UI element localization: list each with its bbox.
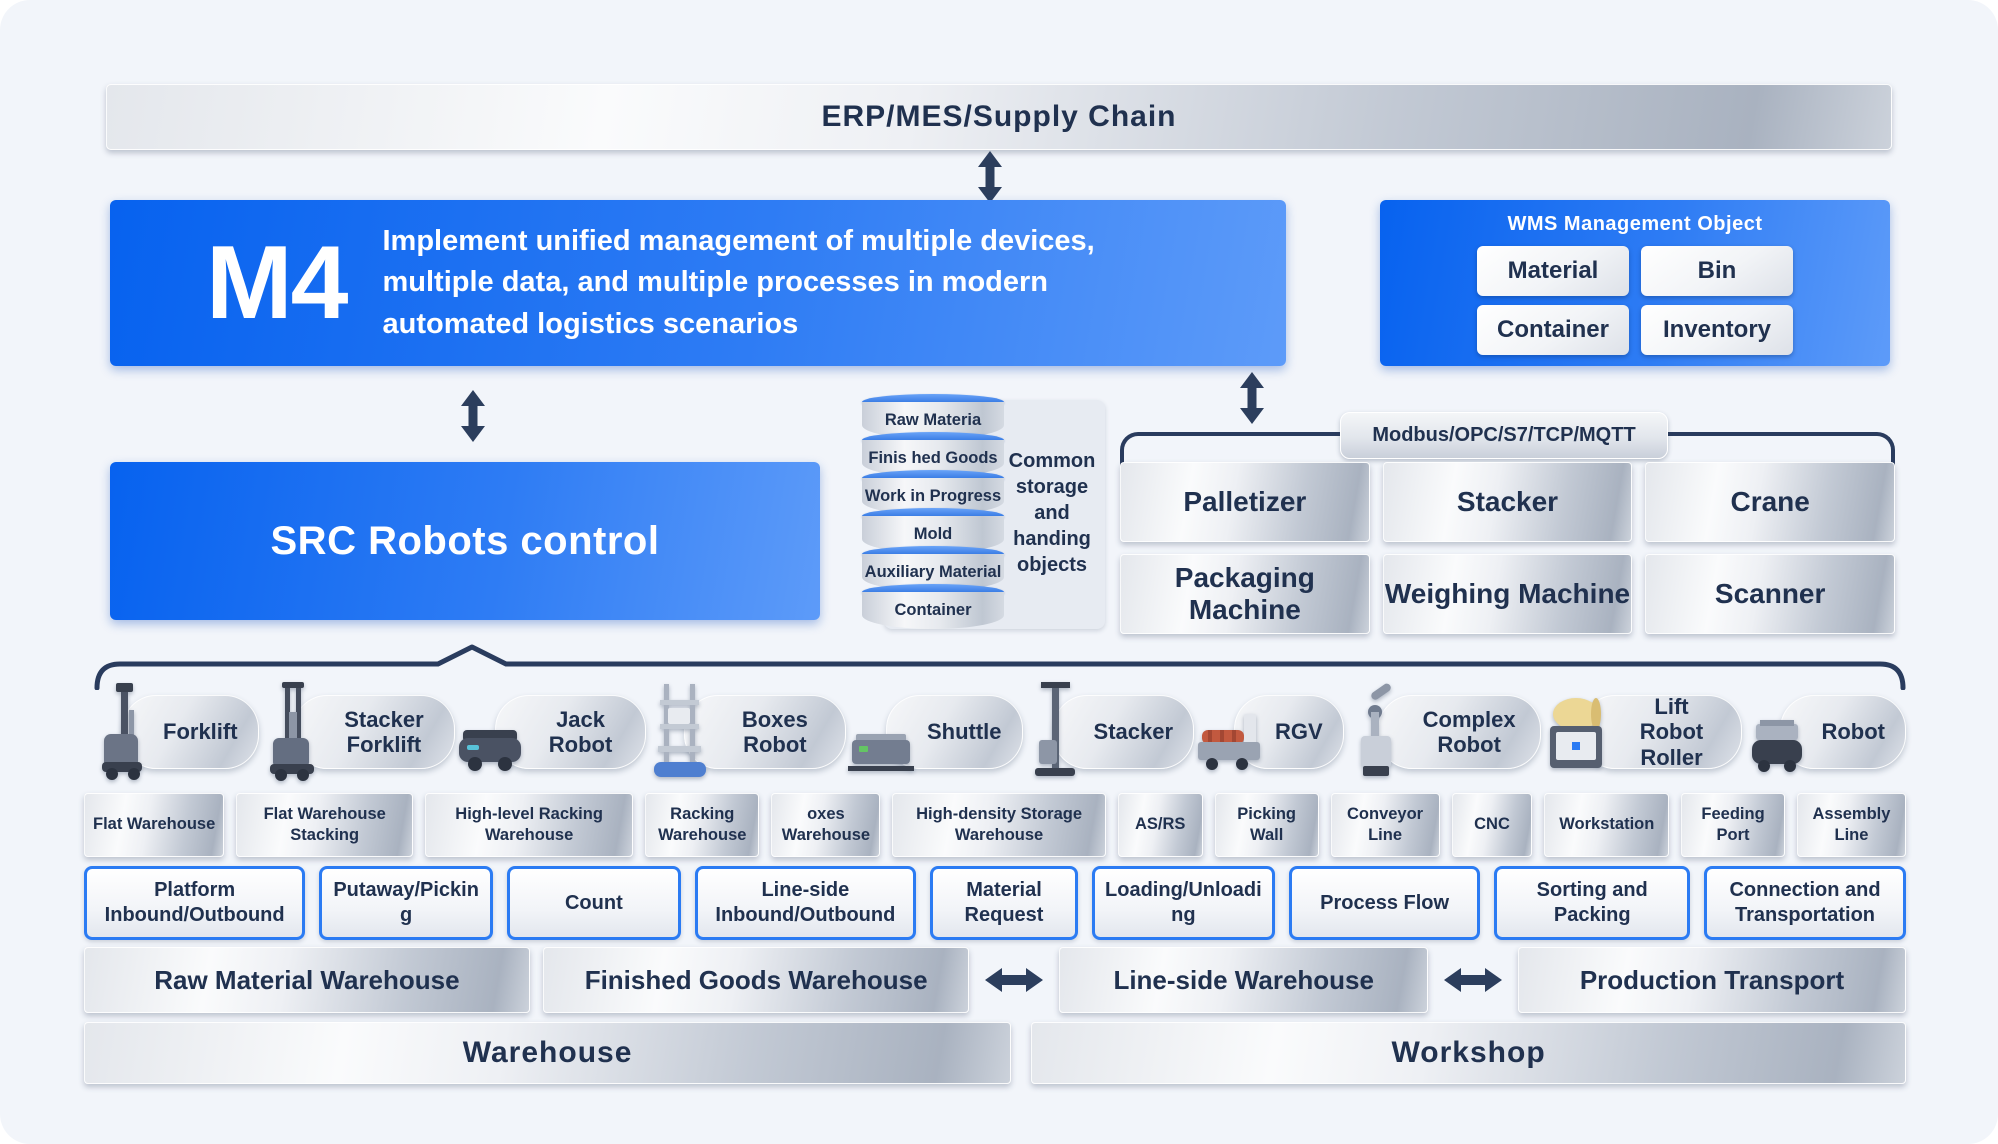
process-material-request: Material Request	[930, 866, 1078, 940]
facility-flat-warehouse: Flat Warehouse	[84, 793, 225, 857]
robot-item-boxes-robot: Boxes Robot	[646, 682, 846, 782]
area-row: Raw Material Warehouse Finished Goods Wa…	[84, 947, 1906, 1013]
rgv-icon	[1198, 714, 1261, 770]
lift-roller-robot-icon	[1549, 698, 1602, 768]
device-scanner: Scanner	[1645, 554, 1895, 634]
device-weighing-machine: Weighing Machine	[1382, 554, 1633, 634]
device-grid: Palletizer Stacker Crane Packaging Machi…	[1120, 462, 1895, 634]
device-packaging-machine: Packaging Machine	[1120, 554, 1370, 634]
facility-feeding-port: Feeding Port	[1681, 793, 1785, 857]
facility-boxes-warehouse: oxes Warehouse	[771, 793, 881, 857]
double-arrow-icon	[978, 151, 1002, 203]
double-arrow-horizontal-icon	[1444, 968, 1503, 992]
process-connection-and-transportation: Connection and Transportation	[1704, 866, 1907, 940]
cylinder-auxiliary-material: Auxiliary Material	[862, 546, 1004, 591]
wms-title: WMS Management Object	[1507, 213, 1763, 235]
robot-item-stacker-crane: Stacker	[1023, 682, 1195, 782]
wms-object-grid: Material Bin Container Inventory	[1477, 246, 1793, 355]
area-raw-material-warehouse: Raw Material Warehouse	[84, 947, 530, 1013]
robot-row: Forklift Stacker Forklift Jack Robot	[94, 676, 1906, 788]
cylinder-container: Container	[862, 584, 1004, 629]
wms-management-box: WMS Management Object Material Bin Conta…	[1380, 200, 1890, 366]
device-stacker: Stacker	[1382, 462, 1633, 542]
facility-high-level-racking-warehouse: High-level Racking Warehouse	[425, 793, 634, 857]
device-palletizer: Palletizer	[1120, 462, 1370, 542]
facility-workstation: Workstation	[1544, 793, 1670, 857]
area-finished-goods-warehouse: Finished Goods Warehouse	[542, 947, 970, 1013]
storage-cylinder-stack: Raw Materia Finis hed Goods Work in Prog…	[862, 394, 1004, 629]
facility-asrs: AS/RS	[1117, 793, 1203, 857]
robot-item-stacker-forklift: Stacker Forklift	[259, 682, 456, 782]
stacker-forklift-icon	[269, 682, 314, 781]
src-robots-control-box: SRC Robots control	[110, 462, 820, 620]
storage-caption: Common storage and handing objects	[1008, 450, 1096, 576]
wms-object-container: Container	[1477, 305, 1629, 355]
agv-robot-icon	[1752, 720, 1803, 772]
complex-robot-icon	[1360, 683, 1391, 776]
jack-robot-icon	[459, 730, 522, 771]
facility-high-density-storage-warehouse: High-density Storage Warehouse	[892, 793, 1106, 857]
facility-picking-wall: Picking Wall	[1214, 793, 1319, 857]
src-robots-control-label: SRC Robots control	[270, 518, 660, 563]
m4-system-box: M4 Implement unified management of multi…	[110, 200, 1286, 366]
erp-mes-label: ERP/MES/Supply Chain	[821, 100, 1177, 133]
process-count: Count	[507, 866, 681, 940]
robot-item-shuttle: Shuttle	[846, 682, 1023, 782]
robot-item-jack-robot: Jack Robot	[455, 682, 646, 782]
wms-object-inventory: Inventory	[1641, 305, 1793, 355]
process-line-side-inbound-outbound: Line-side Inbound/Outbound	[694, 866, 916, 940]
robots-brace	[94, 644, 1906, 690]
double-arrow-icon	[461, 390, 485, 442]
zone-warehouse: Warehouse	[84, 1022, 1012, 1084]
m4-description: Implement unified management of multiple…	[382, 225, 1095, 340]
boxes-robot-icon	[653, 684, 706, 777]
double-arrow-horizontal-icon	[985, 968, 1044, 992]
erp-mes-bar: ERP/MES/Supply Chain	[106, 84, 1892, 150]
process-row: Platform Inbound/Outbound Putaway/Pickin…	[84, 866, 1907, 940]
protocol-pill: Modbus/OPC/S7/TCP/MQTT	[1340, 412, 1668, 459]
facility-assembly-line: Assembly Line	[1796, 793, 1906, 857]
forklift-icon	[102, 683, 142, 780]
process-sorting-and-packing: Sorting and Packing	[1494, 866, 1691, 940]
robot-item-forklift: Forklift	[94, 682, 259, 782]
shuttle-icon	[847, 734, 914, 771]
stacker-crane-icon	[1034, 682, 1075, 776]
m4-badge: M4	[206, 225, 348, 341]
process-putaway-picking: Putaway/Picking	[319, 866, 493, 940]
facility-flat-warehouse-stacking: Flat Warehouse Stacking	[236, 793, 414, 857]
process-platform-inbound-outbound: Platform Inbound/Outbound	[84, 866, 306, 940]
device-crane: Crane	[1645, 462, 1895, 542]
protocol-label: Modbus/OPC/S7/TCP/MQTT	[1372, 424, 1636, 446]
facility-row: Flat Warehouse Flat Warehouse Stacking H…	[84, 793, 1906, 857]
robot-item-rgv: RGV	[1194, 682, 1344, 782]
zone-row: Warehouse Workshop	[84, 1022, 1906, 1084]
robot-item-agv-robot: Robot	[1742, 682, 1906, 782]
robot-item-lift-roller-robot: Lift Robot Roller	[1541, 682, 1743, 782]
facility-racking-warehouse: Racking Warehouse	[645, 793, 760, 857]
robot-item-complex-robot: Complex Robot	[1344, 682, 1541, 782]
zone-workshop: Workshop	[1031, 1022, 1906, 1084]
process-process-flow: Process Flow	[1288, 866, 1481, 940]
facility-conveyor-line: Conveyor Line	[1330, 793, 1440, 857]
process-loading-unloading: Loading/Unloading	[1092, 866, 1275, 940]
area-production-transport: Production Transport	[1518, 947, 1906, 1013]
cylinder-work-in-progress: Work in Progress	[862, 470, 1004, 515]
facility-cnc: CNC	[1451, 793, 1533, 857]
area-line-side-warehouse: Line-side Warehouse	[1059, 947, 1429, 1013]
wms-object-bin: Bin	[1641, 246, 1793, 296]
wms-object-material: Material	[1477, 246, 1629, 296]
double-arrow-icon	[1240, 372, 1264, 424]
